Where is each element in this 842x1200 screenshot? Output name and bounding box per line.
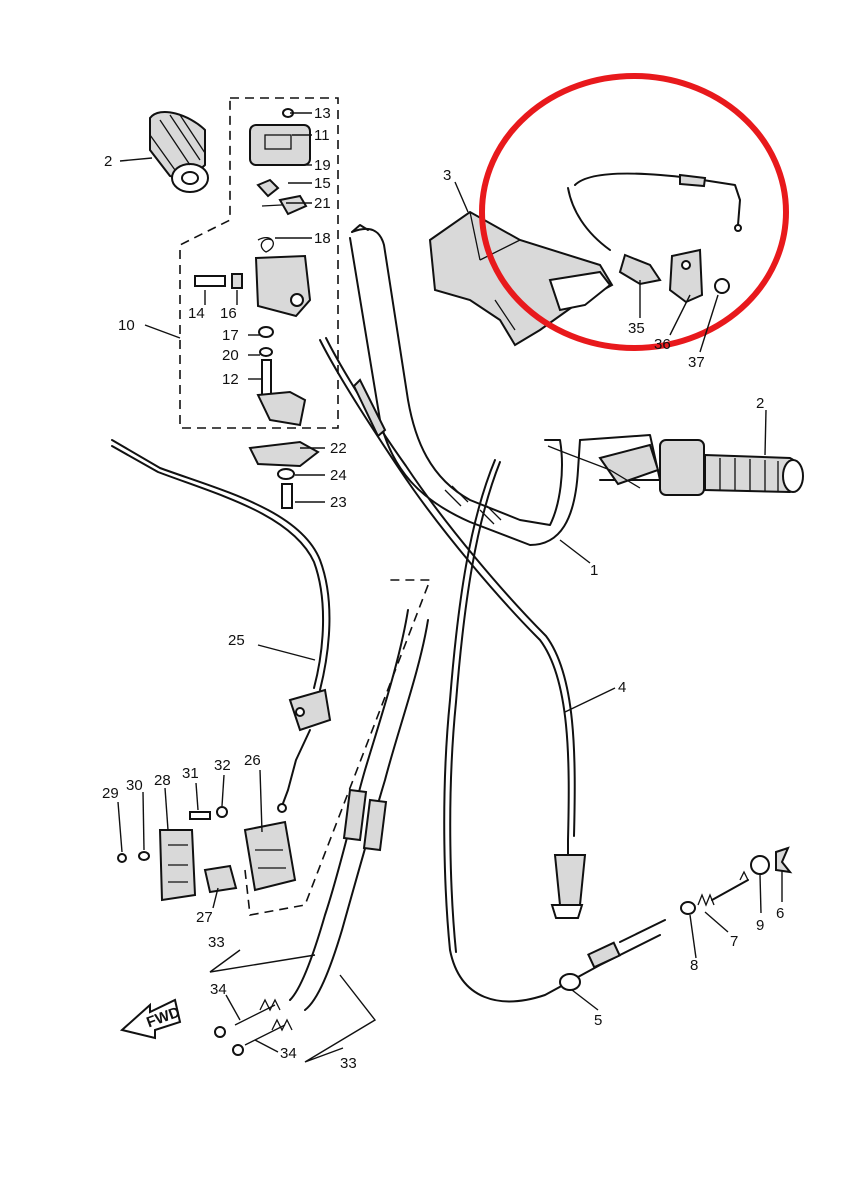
label-4: 4: [618, 679, 626, 696]
label-3: 3: [443, 167, 451, 184]
cable-25: [111, 439, 332, 813]
label-2-left: 2: [104, 153, 112, 170]
label-14: 14: [188, 305, 205, 322]
label-9: 9: [756, 917, 764, 934]
cables-33: [214, 609, 429, 1056]
label-27: 27: [196, 909, 213, 926]
label-18: 18: [314, 230, 331, 247]
label-2-right: 2: [756, 395, 764, 412]
label-19: 19: [314, 157, 331, 174]
throttle-housing: [194, 108, 320, 509]
label-15: 15: [314, 175, 331, 192]
cable-4: [319, 337, 587, 919]
label-37: 37: [688, 354, 705, 371]
label-7: 7: [730, 933, 738, 950]
label-32: 32: [214, 757, 231, 774]
callout-labels: 1 2 2 3 4 5 6 7 8 9 10 11 12 13 14 15 16…: [102, 105, 784, 1072]
label-21: 21: [314, 195, 331, 212]
switch-assembly-box: [179, 97, 339, 429]
label-1: 1: [590, 562, 598, 579]
label-29: 29: [102, 785, 119, 802]
label-25: 25: [228, 632, 245, 649]
label-34-upper: 34: [210, 981, 227, 998]
label-10: 10: [118, 317, 135, 334]
cable-5: [443, 459, 666, 1003]
switch-parts: [117, 579, 432, 916]
leader-lines: [117, 112, 783, 1063]
hand-guard: [428, 210, 614, 347]
label-34-lower: 34: [280, 1045, 297, 1062]
label-31: 31: [182, 765, 199, 782]
label-33-upper: 33: [208, 934, 225, 951]
label-13: 13: [314, 105, 331, 122]
handlebar: [349, 224, 581, 546]
label-17: 17: [222, 327, 239, 344]
label-30: 30: [126, 777, 143, 794]
highlight-circle: [479, 73, 789, 351]
left-grip: [149, 111, 209, 193]
fwd-arrow: FWD: [119, 998, 182, 1040]
label-16: 16: [220, 305, 237, 322]
label-8: 8: [690, 957, 698, 974]
label-5: 5: [594, 1012, 602, 1029]
adjuster-parts: [680, 846, 793, 915]
label-20: 20: [222, 347, 239, 364]
label-26: 26: [244, 752, 261, 769]
label-11: 11: [314, 127, 330, 144]
label-22: 22: [330, 440, 347, 457]
label-28: 28: [154, 772, 171, 789]
highlighted-cable-kit: [567, 172, 742, 304]
label-33-lower: 33: [340, 1055, 357, 1072]
right-grip: [547, 434, 804, 496]
label-6: 6: [776, 905, 784, 922]
label-35: 35: [628, 320, 645, 337]
label-12: 12: [222, 371, 239, 388]
label-23: 23: [330, 494, 347, 511]
label-36: 36: [654, 336, 671, 353]
label-24: 24: [330, 467, 347, 484]
